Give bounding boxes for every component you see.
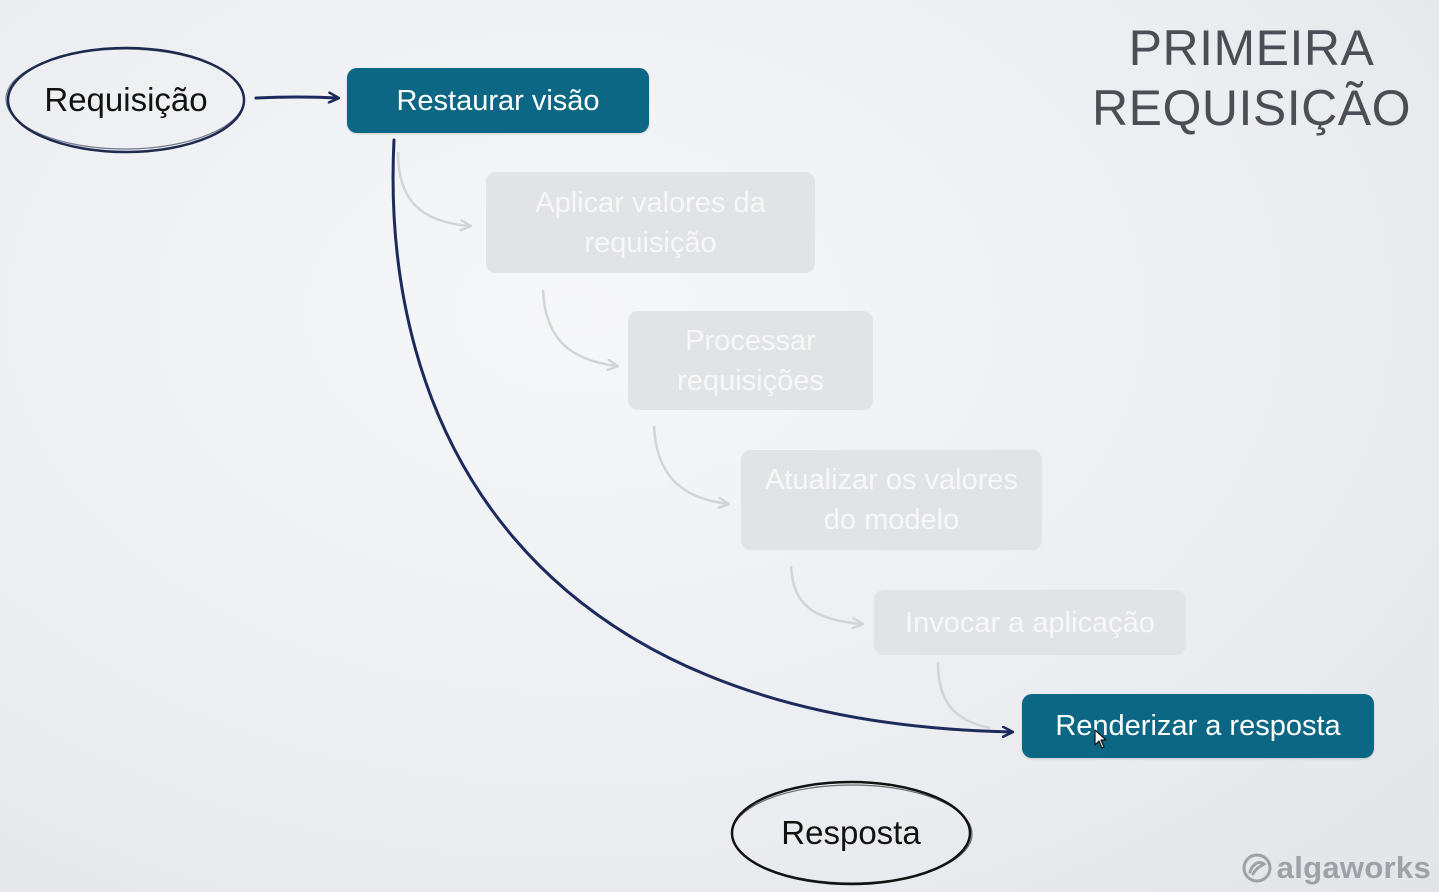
request-label: Requisição bbox=[44, 81, 208, 118]
slide-title-line-2: REQUISIÇÃO bbox=[1092, 80, 1411, 136]
phase-render-response[interactable]: Renderizar a resposta bbox=[1022, 694, 1374, 758]
algaworks-logo-icon bbox=[1242, 853, 1272, 883]
slide-title: PRIMEIRA REQUISIÇÃO bbox=[1092, 18, 1411, 138]
request-ellipse-shape bbox=[5, 46, 246, 154]
phase-update-model-values-label: Atualizar os valores do modelo bbox=[764, 464, 1019, 536]
phase-process-validations: Processar requisições bbox=[628, 311, 873, 410]
phase-invoke-application-label: Invocar a aplicação bbox=[905, 606, 1155, 639]
phase-restore-view[interactable]: Restaurar visão bbox=[347, 68, 649, 133]
phase-update-model-values: Atualizar os valores do modelo bbox=[741, 450, 1042, 550]
faded-arrow-2 bbox=[541, 289, 617, 366]
faded-arrow-1 bbox=[396, 151, 470, 226]
request-to-restore-arrow bbox=[254, 97, 338, 98]
phase-invoke-application: Invocar a aplicação bbox=[874, 590, 1186, 655]
brand-name: algaworks bbox=[1276, 850, 1431, 885]
faded-arrow-5 bbox=[936, 661, 991, 730]
slide-title-line-1: PRIMEIRA bbox=[1128, 20, 1375, 76]
faded-arrow-4 bbox=[789, 565, 862, 624]
response-ellipse-shape bbox=[730, 780, 973, 886]
response-node: Resposta bbox=[728, 778, 974, 888]
skip-to-render-arrow bbox=[391, 138, 1012, 732]
phase-apply-request-values: Aplicar valores da requisição bbox=[486, 172, 815, 273]
response-label: Resposta bbox=[781, 814, 921, 851]
request-node: Requisição bbox=[4, 44, 248, 156]
mouse-pointer-icon bbox=[1094, 729, 1107, 749]
phase-restore-view-label: Restaurar visão bbox=[396, 84, 600, 117]
brand-watermark: algaworks bbox=[1241, 850, 1431, 886]
phase-process-validations-label: Processar requisições bbox=[677, 324, 824, 397]
phase-apply-request-values-label: Aplicar valores da requisição bbox=[535, 186, 766, 259]
faded-arrow-3 bbox=[652, 425, 728, 504]
